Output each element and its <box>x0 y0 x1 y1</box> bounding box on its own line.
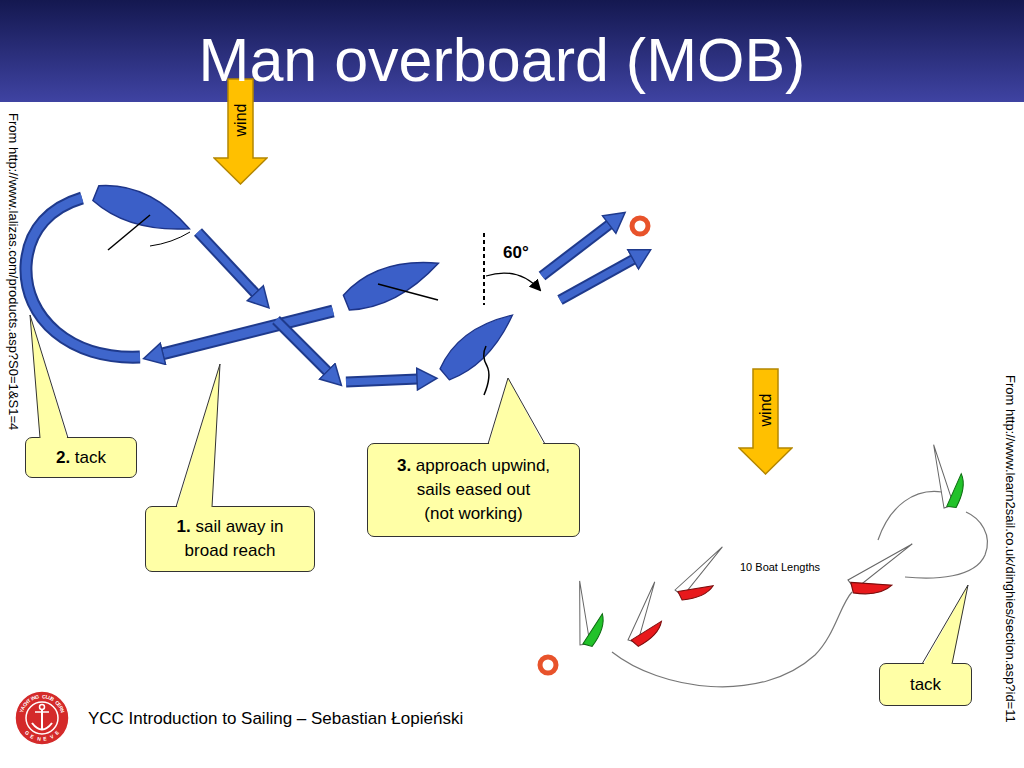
callout-number: 1. <box>177 517 191 536</box>
boom <box>378 284 438 300</box>
callout-box: 1. sail away in broad reach <box>145 506 315 572</box>
approach-arrow <box>542 224 610 276</box>
logo-letter <box>40 694 42 699</box>
header-band <box>0 0 1024 102</box>
logo-letter: G <box>35 694 40 700</box>
course-arrow <box>198 232 256 294</box>
callout-pointer-edge <box>922 585 968 664</box>
callout-pointer <box>922 585 968 667</box>
course-loop <box>26 198 140 357</box>
wind-label: wind <box>758 394 774 427</box>
callout-pointer-edge <box>488 378 545 444</box>
dinghy <box>846 541 925 605</box>
mob-marker <box>540 657 556 673</box>
callout-text: 2. tack <box>56 446 106 470</box>
angle-label: 60° <box>503 243 529 263</box>
callout-number: 3. <box>397 456 411 475</box>
wind-arrow: wind <box>738 368 793 475</box>
callout-pointer <box>488 378 545 447</box>
course-arrow <box>276 320 328 372</box>
course-arrow <box>198 232 256 294</box>
club-logo-ring <box>26 702 58 734</box>
anchor-ring <box>40 705 45 710</box>
dinghy <box>577 580 605 647</box>
boat <box>340 249 445 316</box>
logo-letter: E <box>29 734 34 740</box>
angle-arc <box>486 273 540 290</box>
dinghy <box>674 545 738 609</box>
logo-letter: N <box>59 708 65 713</box>
approach-arrow <box>560 259 634 300</box>
logo-letter: E <box>43 736 47 741</box>
callout-text: tack <box>910 673 941 697</box>
logo-text: YACHTING CLUB CERN <box>15 691 69 745</box>
callout-box: 2. tack <box>25 437 137 478</box>
sail-line <box>150 232 190 246</box>
callout-number: 2. <box>56 448 70 467</box>
callout-box: tack <box>879 663 972 706</box>
distance-label: 10 Boat Lengths <box>740 561 820 574</box>
course-arrow <box>346 379 418 382</box>
approach-arrow <box>542 224 610 276</box>
mob-marker <box>632 218 648 234</box>
footer-text: YCC Introduction to Sailing – Sebastian … <box>88 709 463 729</box>
source-note: From http://www.learn2sail.co.uk/dinghie… <box>1002 375 1018 723</box>
track-line <box>878 491 942 540</box>
callout-text: 3. approach upwind, sails eased out (not… <box>397 454 550 525</box>
boat <box>434 304 521 384</box>
logo-letter: N <box>36 736 40 742</box>
wind-axis <box>483 233 485 305</box>
callout-pointer-edge <box>176 364 220 507</box>
boat-hull <box>434 304 521 384</box>
callout-pointer <box>30 315 68 441</box>
logo-letter: E <box>54 730 60 736</box>
wind-arrow-outline <box>214 79 267 184</box>
approach-arrow <box>560 259 634 300</box>
boat-hull <box>91 177 196 244</box>
callout-pointer <box>176 364 220 510</box>
logo-text: GENEVE <box>15 691 69 745</box>
source-note: From http://www.lalizas.com/products.asp… <box>5 113 21 430</box>
callout-box: 3. approach upwind, sails eased out (not… <box>367 443 580 537</box>
boat-hull <box>340 249 445 316</box>
wind-arrow: wind <box>213 78 268 185</box>
course-arrow <box>276 320 328 372</box>
club-logo <box>15 691 69 745</box>
slide-title: Man overboard (MOB) <box>0 30 1004 91</box>
luffing-sail <box>484 346 489 395</box>
callout-pointer-edge <box>30 315 68 438</box>
dinghy <box>931 440 969 510</box>
wind-arrow-outline <box>739 369 792 474</box>
course-arrow <box>346 379 418 382</box>
logo-letter: V <box>49 734 54 740</box>
dinghy <box>627 581 674 651</box>
track-line <box>905 512 987 578</box>
anchor-arms <box>32 723 52 730</box>
course-loop <box>26 198 140 357</box>
anchor-stock <box>35 711 49 713</box>
boat <box>91 177 196 244</box>
logo-letter: G <box>23 730 29 736</box>
wind-label: wind <box>233 104 249 137</box>
callout-text: 1. sail away in broad reach <box>177 515 284 563</box>
boom <box>108 215 150 250</box>
